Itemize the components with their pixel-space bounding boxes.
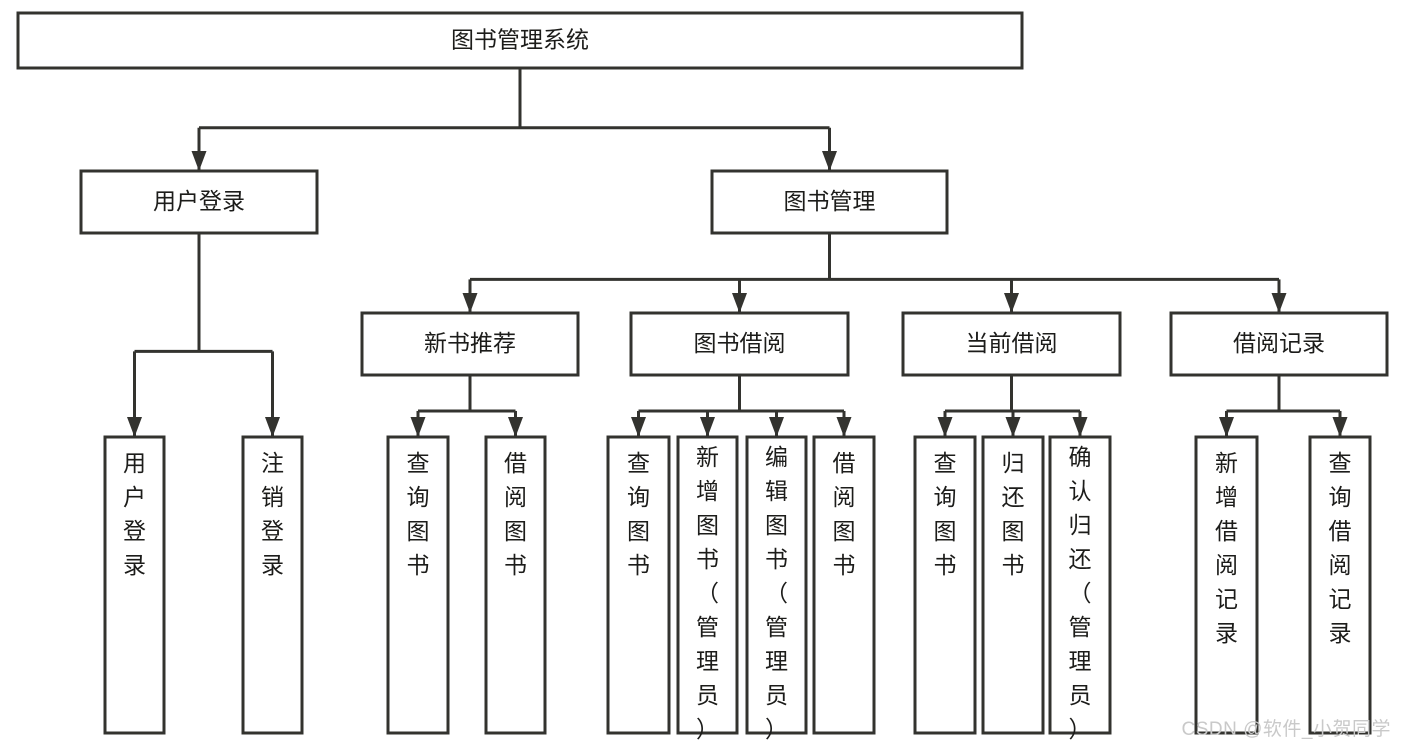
node-label: 归还图书 <box>1002 450 1025 578</box>
node-box <box>812 435 876 735</box>
edge-group-user-login <box>133 233 274 437</box>
node-leaf-query-book-2[interactable]: 查询图书 <box>606 435 671 735</box>
arrow-head-icon <box>769 417 784 437</box>
arrow-head-icon <box>127 417 142 437</box>
node-box <box>745 435 808 735</box>
nodes-layer: 图书管理系统用户登录图书管理新书推荐图书借阅当前借阅借阅记录用户登录注销登录查询… <box>16 11 1389 742</box>
node-box <box>901 311 1122 377</box>
edges-layer <box>127 68 1348 437</box>
arrow-head-icon <box>508 417 523 437</box>
node-label: 新增借阅记录 <box>1215 450 1238 646</box>
node-box <box>981 435 1045 735</box>
node-book-manage[interactable]: 图书管理 <box>710 169 949 235</box>
arrow-head-icon <box>700 417 715 437</box>
node-label: 当前借阅 <box>966 330 1058 356</box>
arrow-head-icon <box>1271 293 1287 313</box>
arrow-head-icon <box>1332 417 1348 437</box>
node-box <box>79 169 319 235</box>
arrow-head-icon <box>836 417 852 437</box>
node-label: 新书推荐 <box>424 330 516 356</box>
edge-group-book-borrow <box>637 375 846 437</box>
node-box <box>360 311 580 377</box>
node-box <box>484 435 547 735</box>
arrow-head-icon <box>822 151 837 171</box>
node-box <box>241 435 304 735</box>
node-label: 用户登录 <box>123 450 146 578</box>
arrow-head-icon <box>191 151 207 171</box>
edge-group-root <box>197 68 831 171</box>
arrow-head-icon <box>1004 293 1019 313</box>
node-label: 图书管理系统 <box>451 27 589 53</box>
node-label: 查询图书 <box>934 450 957 578</box>
node-leaf-add-record[interactable]: 新增借阅记录 <box>1194 435 1259 735</box>
node-leaf-user-logout[interactable]: 注销登录 <box>241 435 304 735</box>
arrow-head-icon <box>1219 417 1234 437</box>
node-box <box>913 435 977 735</box>
node-box <box>386 435 450 735</box>
node-box <box>103 435 166 735</box>
arrow-head-icon <box>732 293 747 313</box>
node-label: 注销登录 <box>261 450 284 578</box>
node-label: 借阅记录 <box>1233 330 1325 356</box>
node-box <box>676 435 739 735</box>
node-box <box>1048 435 1112 735</box>
node-label: 查询图书 <box>407 450 430 578</box>
node-user-login[interactable]: 用户登录 <box>79 169 319 235</box>
node-label: 借阅图书 <box>504 450 527 578</box>
node-label: 图书借阅 <box>694 330 786 356</box>
node-box <box>1169 311 1389 377</box>
node-label: 借阅图书 <box>833 450 856 578</box>
node-label: 查询借阅记录 <box>1329 450 1352 646</box>
arrow-head-icon <box>265 417 280 437</box>
arrow-head-icon <box>1005 417 1021 437</box>
edge-group-book-manage <box>468 233 1281 313</box>
node-label: 新增图书（管理员） <box>696 444 719 742</box>
node-label: 确认归还（管理员） <box>1069 444 1092 742</box>
node-leaf-confirm-return[interactable]: 确认归还（管理员） <box>1048 435 1112 742</box>
watermark-text: CSDN @软件_小贺同学 <box>1181 719 1391 740</box>
arrow-head-icon <box>631 417 646 437</box>
node-leaf-add-book[interactable]: 新增图书（管理员） <box>676 435 739 742</box>
node-book-borrow[interactable]: 图书借阅 <box>629 311 850 377</box>
node-box <box>1194 435 1259 735</box>
node-leaf-edit-book[interactable]: 编辑图书（管理员） <box>745 435 808 742</box>
arrow-head-icon <box>1072 417 1088 437</box>
node-leaf-user-login[interactable]: 用户登录 <box>103 435 166 735</box>
node-label: 图书管理 <box>784 188 876 214</box>
arrow-head-icon <box>937 417 953 437</box>
node-label: 编辑图书（管理员） <box>765 444 788 742</box>
node-leaf-query-record[interactable]: 查询借阅记录 <box>1308 435 1372 735</box>
arrow-head-icon <box>410 417 426 437</box>
node-borrow-record[interactable]: 借阅记录 <box>1169 311 1389 377</box>
arrow-head-icon <box>462 293 478 313</box>
node-leaf-borrow-book-1[interactable]: 借阅图书 <box>484 435 547 735</box>
node-box <box>710 169 949 235</box>
node-box <box>629 311 850 377</box>
node-leaf-query-book-1[interactable]: 查询图书 <box>386 435 450 735</box>
node-box <box>16 11 1024 70</box>
node-root[interactable]: 图书管理系统 <box>16 11 1024 70</box>
node-leaf-return-book[interactable]: 归还图书 <box>981 435 1045 735</box>
node-current-borrow[interactable]: 当前借阅 <box>901 311 1122 377</box>
node-box <box>606 435 671 735</box>
edge-group-new-book-rec <box>416 375 517 437</box>
edge-group-borrow-record <box>1225 375 1342 437</box>
node-new-book-rec[interactable]: 新书推荐 <box>360 311 580 377</box>
node-label: 查询图书 <box>627 450 650 578</box>
node-leaf-borrow-book-2[interactable]: 借阅图书 <box>812 435 876 735</box>
node-leaf-query-book-3[interactable]: 查询图书 <box>913 435 977 735</box>
node-label: 用户登录 <box>153 188 245 214</box>
node-box <box>1308 435 1372 735</box>
